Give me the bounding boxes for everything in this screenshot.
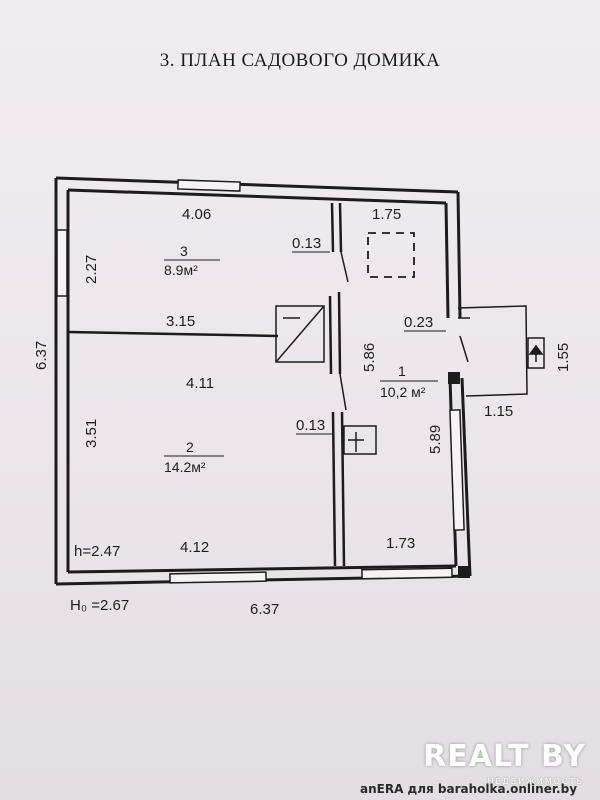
window-bottom-right — [361, 567, 453, 580]
window-right — [449, 409, 465, 531]
dim-porch-width: 1.15 — [484, 403, 513, 420]
partition-vertical-lower-b — [340, 411, 346, 567]
top-wall-inner — [67, 188, 447, 205]
dim-partition-thickness-upper: 0.13 — [292, 235, 321, 252]
top-wall-outer — [55, 176, 459, 194]
room-3-number: 3 — [180, 243, 188, 259]
window-top — [177, 179, 241, 192]
partition-vertical-mid-b — [337, 291, 342, 375]
room-3-area: 8.9м² — [164, 262, 198, 278]
right-upper-wall-inner — [444, 202, 450, 319]
corner-blocks — [448, 372, 470, 578]
dim-overall-height: 6.37 — [33, 341, 50, 370]
stove — [275, 305, 325, 363]
right-upper-wall-outer — [456, 191, 462, 319]
dim-mid-height: 5.86 — [361, 343, 378, 372]
dim-bottom-right-width: 1.73 — [386, 535, 415, 552]
room-2-area: 14.2м² — [164, 459, 206, 475]
dim-outer-height: H₀ =2.67 — [70, 597, 129, 614]
dim-top-left-width: 4.06 — [182, 206, 211, 223]
dim-inner-height: h=2.47 — [74, 543, 120, 560]
ceiling-hatch — [367, 232, 415, 278]
window-bottom-left — [169, 571, 267, 584]
porch — [457, 305, 545, 397]
room-1-number: 1 — [398, 363, 406, 379]
dim-overall-width: 6.37 — [250, 601, 279, 618]
fixture — [343, 425, 377, 455]
partition-vertical-upper-b — [338, 202, 343, 253]
plan-title: 3. ПЛАН САДОВОГО ДОМИКА — [159, 50, 441, 71]
room-2-number: 2 — [186, 439, 194, 455]
realt-logo: REALT BY — [423, 739, 586, 774]
windows — [56, 179, 465, 584]
dim-left-lower-height: 3.51 — [83, 419, 100, 448]
partition-vertical-upper-a — [330, 202, 335, 253]
dim-partition-thickness-lower: 0.13 — [296, 417, 325, 434]
dim-porch-height: 1.55 — [555, 343, 572, 372]
partition-vertical-lower-a — [331, 411, 337, 567]
dim-top-right-width: 1.75 — [372, 206, 401, 223]
dim-partition-length: 3.15 — [166, 313, 195, 330]
bottom-wall-inner — [67, 564, 457, 574]
dim-room2-width-top: 4.11 — [186, 375, 214, 392]
source-caption: anERA для baraholka.onliner.by — [360, 782, 578, 796]
interior-partitions — [67, 202, 349, 567]
window-left — [56, 229, 68, 297]
dim-room2-width-bottom: 4.12 — [180, 539, 209, 556]
partition-3-2 — [67, 330, 279, 338]
dim-right-height: 5.89 — [427, 425, 444, 454]
dim-left-upper-height: 2.27 — [83, 255, 100, 284]
right-lower-wall-outer — [460, 377, 472, 577]
door-mid — [339, 373, 347, 411]
realt-logo-sub: НЕДВИЖИМОСТЬ — [487, 777, 584, 786]
door-upper — [340, 251, 349, 283]
room-1-area: 10,2 м² — [380, 384, 426, 400]
dim-wall-offset: 0.23 — [404, 314, 433, 331]
partition-vertical-mid-a — [328, 295, 333, 375]
